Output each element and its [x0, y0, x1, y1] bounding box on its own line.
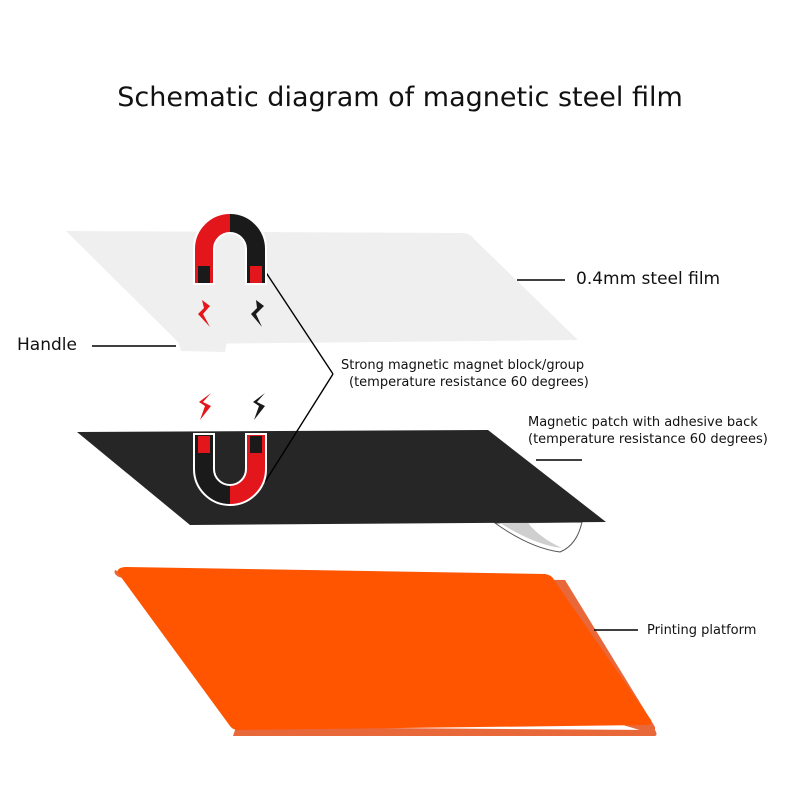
label-magnet-group-line2: (temperature resistance 60 degrees): [349, 375, 589, 390]
label-handle: Handle: [17, 335, 77, 355]
spark-top-black: [251, 300, 264, 327]
label-magnetic-patch-line1: Magnetic patch with adhesive back: [528, 415, 758, 430]
label-magnetic-patch: Magnetic patch with adhesive back (tempe…: [528, 414, 768, 448]
label-magnet-group: Strong magnetic magnet block/group (temp…: [341, 357, 589, 391]
label-steel-film: 0.4mm steel film: [576, 269, 721, 289]
adhesive-backing-shade: [500, 523, 562, 548]
leader-magnet-bottom: [264, 373, 334, 483]
spark-bottom-red: [199, 393, 211, 420]
diagram-title: Schematic diagram of magnetic steel film: [117, 82, 683, 113]
label-printing-platform: Printing platform: [647, 623, 757, 638]
magnet-top-right-pole: [250, 266, 262, 283]
magnetic-patch-sheet: [77, 430, 606, 525]
steel-film: [66, 231, 578, 352]
magnet-bottom-right-pole: [250, 436, 262, 453]
printing-platform: [114, 567, 657, 736]
magnet-bottom-left-pole: [198, 436, 210, 453]
magnetic-patch: [77, 430, 606, 553]
printing-platform-top: [117, 567, 652, 730]
magnet-top-left-pole: [198, 266, 210, 283]
leader-lines: [92, 270, 638, 631]
label-magnetic-patch-line2: (temperature resistance 60 degrees): [528, 432, 768, 447]
steel-film-handle: [178, 340, 227, 352]
horseshoe-magnet-icon: [193, 212, 267, 285]
spark-icon: [198, 300, 265, 420]
horseshoe-magnet-icon: [193, 433, 267, 506]
spark-top-red: [198, 300, 210, 327]
label-magnet-group-line1: Strong magnetic magnet block/group: [341, 358, 585, 373]
steel-film-sheet: [66, 231, 578, 344]
leader-magnet-top: [264, 270, 334, 375]
spark-bottom-black: [253, 393, 265, 420]
printing-platform-edge-bottom: [233, 727, 657, 736]
